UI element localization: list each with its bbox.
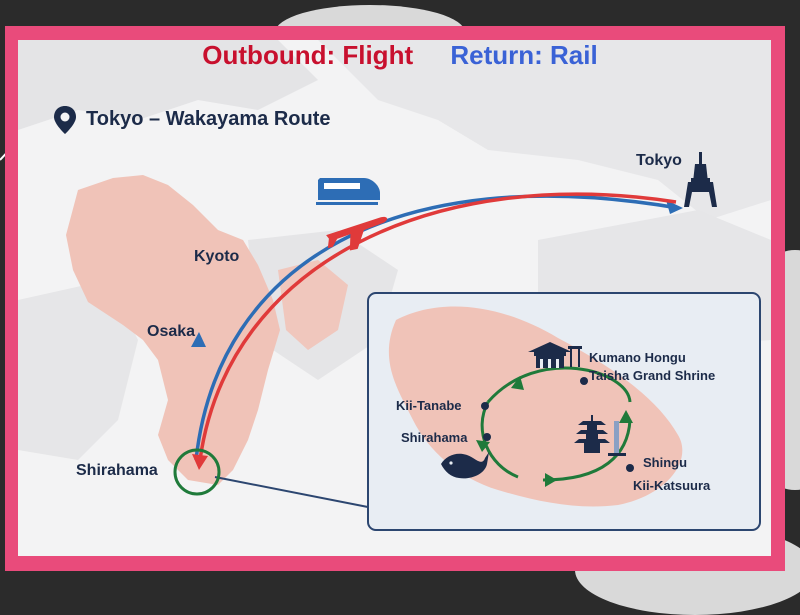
inset-label-kii-katsuura: Kii-Katsuura xyxy=(633,478,711,493)
transport-legend: Outbound: Flight Return: Rail xyxy=(0,40,800,74)
inset-label-shirahama: Shirahama xyxy=(401,430,468,445)
pagoda-icon xyxy=(574,415,626,456)
city-label-tokyo: Tokyo xyxy=(636,152,682,169)
city-label-osaka: Osaka xyxy=(147,323,196,340)
whale-icon xyxy=(441,452,489,479)
train-icon xyxy=(316,178,380,205)
map-title-text: Tokyo – Wakayama Route xyxy=(86,107,331,130)
tokyo-tower-icon xyxy=(684,152,717,207)
inset-label-shingu: Shingu xyxy=(643,455,688,470)
inset-label-kii-tanabe: Kii-Tanabe xyxy=(396,398,462,413)
inset-panel xyxy=(367,292,761,531)
kansai-region xyxy=(66,175,280,485)
plane-icon xyxy=(326,216,388,251)
map-title: Tokyo – Wakayama Route xyxy=(52,106,331,132)
inset-label-kumano-2: Taisha Grand Shrine xyxy=(589,368,716,383)
city-label-kyoto: Kyoto xyxy=(194,248,240,265)
route-map xyxy=(18,40,771,556)
pin-icon xyxy=(54,106,76,134)
legend-outbound: Outbound: Flight xyxy=(202,40,414,70)
inset-label-kumano-1: Kumano Hongu xyxy=(589,350,686,365)
city-label-shirahama: Shirahama xyxy=(76,462,158,479)
shrine-icon xyxy=(528,342,582,368)
legend-return: Return: Rail xyxy=(450,40,598,70)
